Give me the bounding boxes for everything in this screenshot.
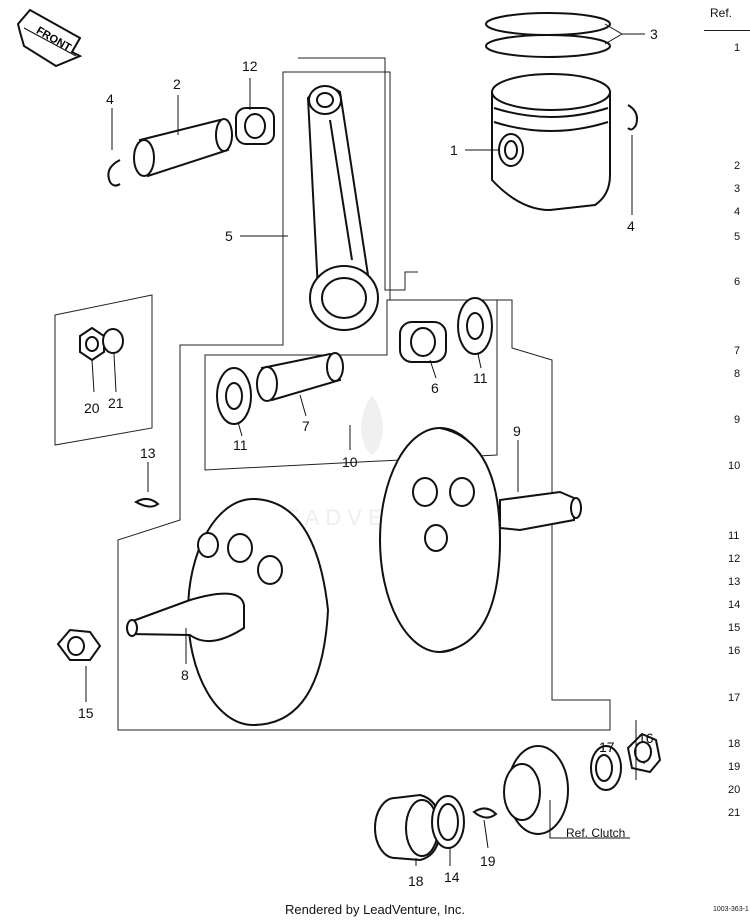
big-end-bearing <box>399 321 447 363</box>
ref-number: 13 <box>728 576 741 588</box>
callout-16: 16 <box>638 730 654 746</box>
ref-number: 2 <box>734 160 741 172</box>
callout-numbers: 1 2 3 4 4 5 6 7 8 9 10 11 11 12 13 14 15… <box>78 26 658 889</box>
callout-14: 14 <box>444 869 460 885</box>
piston <box>491 73 611 212</box>
callout-2: 2 <box>173 76 181 92</box>
nut-and-washer <box>79 326 124 362</box>
callout-17: 17 <box>599 739 615 755</box>
ref-column-rule <box>704 30 750 31</box>
ref-number: 5 <box>734 231 741 243</box>
callout-13: 13 <box>140 445 156 461</box>
thrust-washer-right <box>457 297 493 355</box>
callout-6: 6 <box>431 380 439 396</box>
piston-rings <box>485 12 611 58</box>
thrust-washer-left <box>216 367 252 425</box>
ref-number: 12 <box>728 553 741 565</box>
ref-number: 7 <box>734 345 741 357</box>
ref-column-header: Ref. <box>710 6 733 20</box>
callout-10: 10 <box>342 454 358 470</box>
primary-gear <box>503 745 569 835</box>
bearing-group-outline <box>204 299 498 471</box>
collar <box>374 793 442 862</box>
callout-12: 12 <box>242 58 258 74</box>
callout-5: 5 <box>225 228 233 244</box>
callout-7: 7 <box>302 418 310 434</box>
callout-11-left: 11 <box>233 437 248 453</box>
right-crank-half <box>379 427 582 653</box>
footer-credit: Rendered by LeadVenture, Inc. <box>285 902 465 917</box>
ref-number: 9 <box>734 414 741 426</box>
callout-3: 3 <box>650 26 658 42</box>
callout-20: 20 <box>84 400 100 416</box>
callout-15: 15 <box>78 705 94 721</box>
ref-number: 6 <box>734 276 741 288</box>
callout-1: 1 <box>450 142 458 158</box>
reference-column: Ref. 1 2 3 4 5 6 7 8 9 10 11 12 13 14 15… <box>704 0 750 920</box>
ref-clutch-leader <box>549 800 630 839</box>
ref-number: 16 <box>728 645 741 657</box>
ref-number: 4 <box>734 206 741 218</box>
callout-4-left: 4 <box>106 91 114 107</box>
ref-number: 15 <box>728 622 741 634</box>
key-19 <box>472 807 498 819</box>
callout-21: 21 <box>108 395 124 411</box>
callout-19: 19 <box>480 853 496 869</box>
ref-number: 8 <box>734 368 741 380</box>
circlip-left <box>107 159 121 187</box>
lock-washer <box>590 745 622 791</box>
ref-number: 14 <box>728 599 741 611</box>
circlip-right <box>627 104 638 131</box>
connecting-rod <box>306 85 379 331</box>
ref-number: 3 <box>734 183 741 195</box>
piston-pin <box>133 118 233 178</box>
ref-number: 21 <box>728 807 741 819</box>
ref-number: 18 <box>728 738 741 750</box>
nut-group-outline <box>54 294 153 446</box>
ref-number: 20 <box>728 784 741 796</box>
callout-4-right: 4 <box>627 218 635 234</box>
diagram-code: 1003-363-1 <box>713 906 749 913</box>
left-crank-half <box>126 498 330 726</box>
callout-8: 8 <box>181 667 189 683</box>
callout-11-right: 11 <box>473 370 488 386</box>
leader-lines <box>85 23 645 866</box>
crank-pin <box>256 352 344 402</box>
front-arrow-icon: FRONT <box>16 8 83 68</box>
shim-washer <box>431 795 465 849</box>
ref-number: 11 <box>728 530 740 542</box>
rod-outline <box>298 57 418 291</box>
woodruff-key <box>133 498 160 508</box>
ref-number: 19 <box>728 761 741 773</box>
crankshaft-nut <box>56 628 102 661</box>
ref-number: 10 <box>728 460 741 472</box>
callout-9: 9 <box>513 423 521 439</box>
ref-clutch-label: Ref. Clutch <box>566 826 626 840</box>
callout-18: 18 <box>408 873 424 889</box>
ref-number: 17 <box>728 692 741 704</box>
small-end-bearing <box>235 107 275 145</box>
ref-number: 1 <box>734 42 741 54</box>
